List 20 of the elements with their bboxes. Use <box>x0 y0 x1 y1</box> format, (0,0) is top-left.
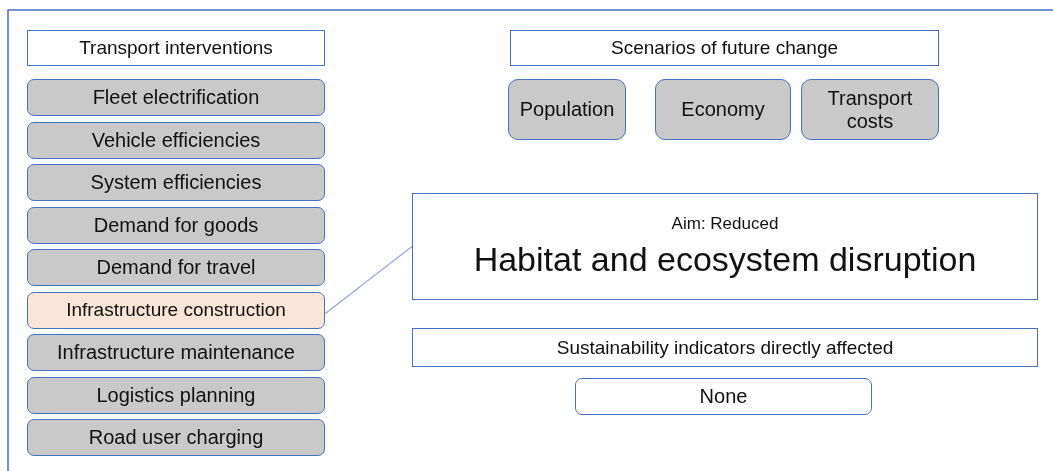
scenario-box: Transport costs <box>801 79 939 140</box>
intervention-box: Fleet electrification <box>27 79 325 116</box>
aim-box <box>412 193 1038 300</box>
heading-box: Scenarios of future change <box>510 30 939 66</box>
aim-title: Habitat and ecosystem disruption <box>473 239 977 279</box>
scenario-box: Population <box>508 79 626 140</box>
intervention-box: Logistics planning <box>27 376 325 414</box>
indicator-box: None <box>575 378 872 415</box>
intervention-box: Road user charging <box>27 419 325 456</box>
scenario-box: Economy <box>655 79 791 140</box>
connector-line <box>324 245 413 315</box>
heading-box: Transport interventions <box>27 30 325 66</box>
intervention-box: System efficiencies <box>27 164 325 201</box>
intervention-box: Demand for goods <box>27 206 325 244</box>
intervention-box: Infrastructure maintenance <box>27 334 325 371</box>
intervention-box: Demand for travel <box>27 249 325 286</box>
intervention-box: Infrastructure construction <box>27 291 325 329</box>
intervention-box: Vehicle efficiencies <box>27 121 325 159</box>
aim-label: Aim: Reduced <box>671 214 779 234</box>
heading-box: Sustainability indicators directly affected <box>412 328 1038 367</box>
